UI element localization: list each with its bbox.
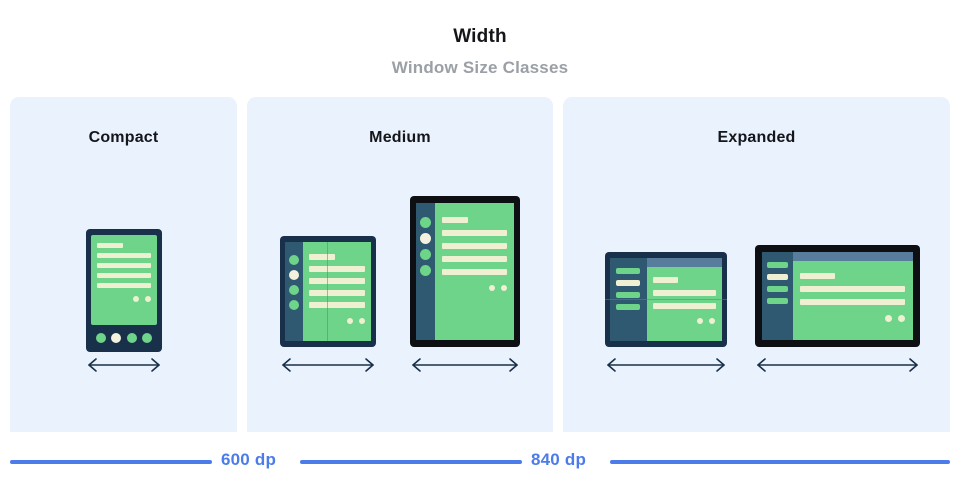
content-line bbox=[309, 266, 365, 272]
nav-dot-2 bbox=[111, 333, 121, 343]
nav-dot-4 bbox=[142, 333, 152, 343]
scale-rule-right bbox=[610, 460, 950, 464]
panel-label-expanded: Expanded bbox=[717, 129, 796, 146]
action-dot bbox=[501, 285, 507, 291]
rail-dot-2 bbox=[289, 270, 299, 280]
device-tablet-landscape bbox=[755, 245, 920, 347]
device-foldable-landscape bbox=[605, 252, 727, 347]
width-arrow-icon bbox=[410, 355, 520, 375]
action-dot bbox=[359, 318, 365, 324]
content-line bbox=[97, 253, 151, 258]
tablet-nav-rail bbox=[416, 203, 435, 340]
content-line bbox=[653, 303, 716, 309]
content-line bbox=[442, 217, 468, 223]
action-dot bbox=[709, 318, 715, 324]
rail-bar-4 bbox=[767, 298, 788, 304]
content-line bbox=[442, 230, 507, 236]
content-line bbox=[309, 278, 365, 284]
content-line bbox=[97, 273, 151, 278]
device-phone-portrait bbox=[86, 229, 162, 352]
device-tablet-portrait bbox=[410, 196, 520, 347]
content-line bbox=[442, 243, 507, 249]
action-dot bbox=[898, 315, 905, 322]
action-dot bbox=[489, 285, 495, 291]
width-arrow-icon bbox=[86, 355, 162, 375]
dp-label-840: 840 dp bbox=[531, 450, 587, 469]
action-dot bbox=[145, 296, 151, 302]
fold-crease bbox=[327, 242, 328, 341]
content-line bbox=[442, 269, 507, 275]
dp-breakpoint-scale: 600 dp 840 dp bbox=[0, 450, 960, 494]
content-line bbox=[97, 283, 151, 288]
foldable-nav-rail bbox=[285, 242, 303, 341]
tablet-screen bbox=[435, 203, 514, 340]
action-dot bbox=[697, 318, 703, 324]
content-line bbox=[800, 299, 905, 305]
rail-dot-4 bbox=[289, 300, 299, 310]
content-line bbox=[442, 256, 507, 262]
app-top-bar bbox=[793, 252, 913, 261]
page-title: Width bbox=[453, 26, 507, 47]
rail-bar-1 bbox=[767, 262, 788, 268]
tablet-landscape-screen bbox=[793, 252, 913, 340]
action-dot bbox=[347, 318, 353, 324]
nav-dot-3 bbox=[127, 333, 137, 343]
rail-bar-3 bbox=[767, 286, 788, 292]
scale-rule-middle bbox=[300, 460, 522, 464]
panel-label-compact: Compact bbox=[88, 129, 159, 146]
foldable-screen bbox=[303, 242, 371, 341]
rail-dot-4 bbox=[420, 265, 431, 276]
action-dot bbox=[133, 296, 139, 302]
rail-bar-3 bbox=[616, 292, 640, 298]
width-arrow-icon bbox=[605, 355, 727, 375]
rail-dot-1 bbox=[289, 255, 299, 265]
dp-label-600: 600 dp bbox=[221, 450, 277, 469]
panel-compact: Compact bbox=[10, 97, 237, 432]
width-arrow-icon bbox=[755, 355, 920, 375]
content-line bbox=[653, 290, 716, 296]
device-foldable-portrait bbox=[280, 236, 376, 347]
rail-dot-3 bbox=[289, 285, 299, 295]
content-line bbox=[309, 302, 365, 308]
page-subtitle: Window Size Classes bbox=[391, 58, 569, 77]
rail-dot-2 bbox=[420, 233, 431, 244]
header: Width Window Size Classes bbox=[0, 0, 960, 78]
scale-rule-left bbox=[10, 460, 212, 464]
rail-bar-1 bbox=[616, 268, 640, 274]
fold-crease bbox=[605, 299, 727, 300]
rail-bar-2 bbox=[767, 274, 788, 280]
rail-dot-1 bbox=[420, 217, 431, 228]
content-line bbox=[653, 277, 678, 283]
width-arrow-icon bbox=[280, 355, 376, 375]
nav-dot-1 bbox=[96, 333, 106, 343]
panel-expanded: Expanded bbox=[563, 97, 950, 432]
content-line bbox=[800, 273, 835, 279]
phone-screen bbox=[91, 235, 157, 325]
action-dot bbox=[885, 315, 892, 322]
content-line bbox=[97, 243, 123, 248]
content-line bbox=[309, 254, 335, 260]
rail-dot-3 bbox=[420, 249, 431, 260]
content-line bbox=[800, 286, 905, 292]
rail-bar-4 bbox=[616, 304, 640, 310]
content-line bbox=[309, 290, 365, 296]
rail-bar-2 bbox=[616, 280, 640, 286]
panel-medium: Medium bbox=[247, 97, 553, 432]
size-class-panels: Compact bbox=[10, 97, 950, 432]
tablet-landscape-nav-rail bbox=[762, 252, 793, 340]
panel-label-medium: Medium bbox=[369, 129, 431, 146]
phone-bottom-nav bbox=[91, 328, 157, 347]
content-line bbox=[97, 263, 151, 268]
app-top-bar bbox=[647, 258, 722, 267]
